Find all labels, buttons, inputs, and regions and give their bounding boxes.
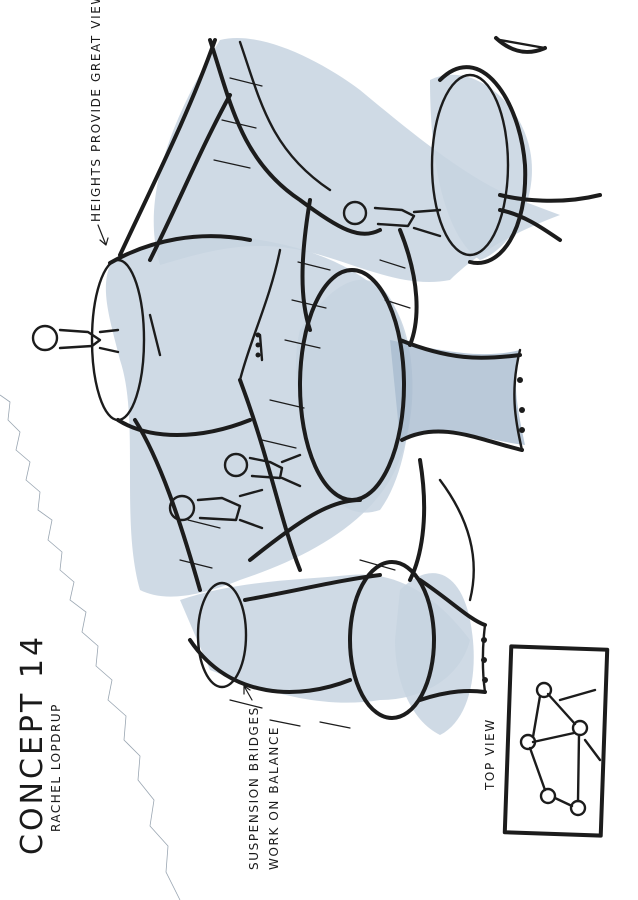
author-name: Rachel Lopdrup bbox=[49, 703, 63, 832]
annotation-top-view: Top view bbox=[483, 718, 497, 791]
annotation-bridges-line1: Suspension bridges bbox=[247, 706, 261, 870]
annotation-heights: Heights provide great views bbox=[89, 0, 103, 222]
annotation-bridges-line2: work on balance bbox=[267, 726, 281, 870]
child-figure-top-right bbox=[342, 200, 442, 238]
concept-title: Concept 14 bbox=[15, 634, 50, 855]
torn-paper-edge bbox=[0, 394, 181, 900]
top-view-diagram bbox=[519, 681, 602, 817]
child-figure-bridge-1 bbox=[223, 452, 302, 488]
top-view-inset bbox=[502, 644, 610, 838]
annotation-bridges-arrow bbox=[243, 685, 253, 701]
child-figure-top-platform bbox=[31, 324, 120, 354]
play-structure-sketch bbox=[31, 36, 602, 735]
annotation-heights-arrow bbox=[97, 224, 109, 246]
child-figure-bridge-2 bbox=[168, 488, 264, 530]
